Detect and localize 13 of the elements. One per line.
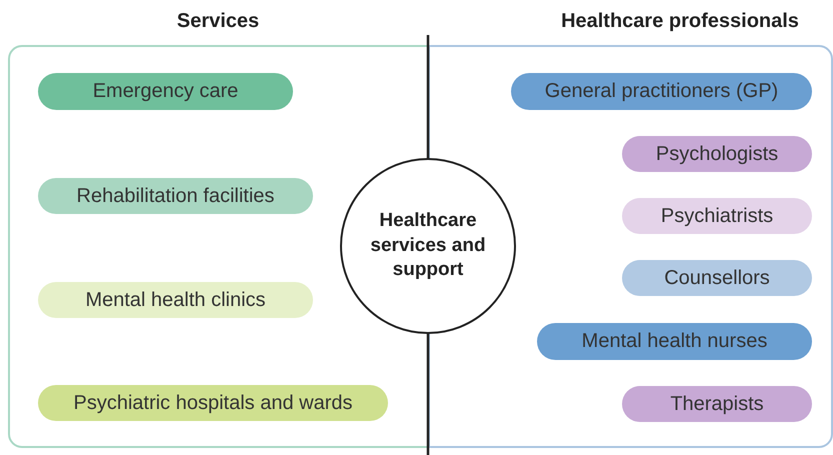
- profession-pill: Mental health nurses: [537, 323, 812, 360]
- service-pill: Mental health clinics: [38, 282, 313, 318]
- service-pill: Emergency care: [38, 73, 293, 110]
- panel-heading: Services: [176, 10, 260, 33]
- hub-label: Healthcare services and support: [369, 208, 487, 282]
- profession-pill: Therapists: [622, 386, 812, 422]
- profession-pill: Psychologists: [622, 136, 812, 172]
- service-pill: Rehabilitation facilities: [38, 178, 313, 214]
- service-pill: Psychiatric hospitals and wards: [38, 385, 388, 421]
- panel-heading: Healthcare professionals: [561, 10, 799, 33]
- profession-pill: General practitioners (GP): [511, 73, 812, 110]
- profession-pill: Psychiatrists: [622, 198, 812, 234]
- profession-pill: Counsellors: [622, 260, 812, 296]
